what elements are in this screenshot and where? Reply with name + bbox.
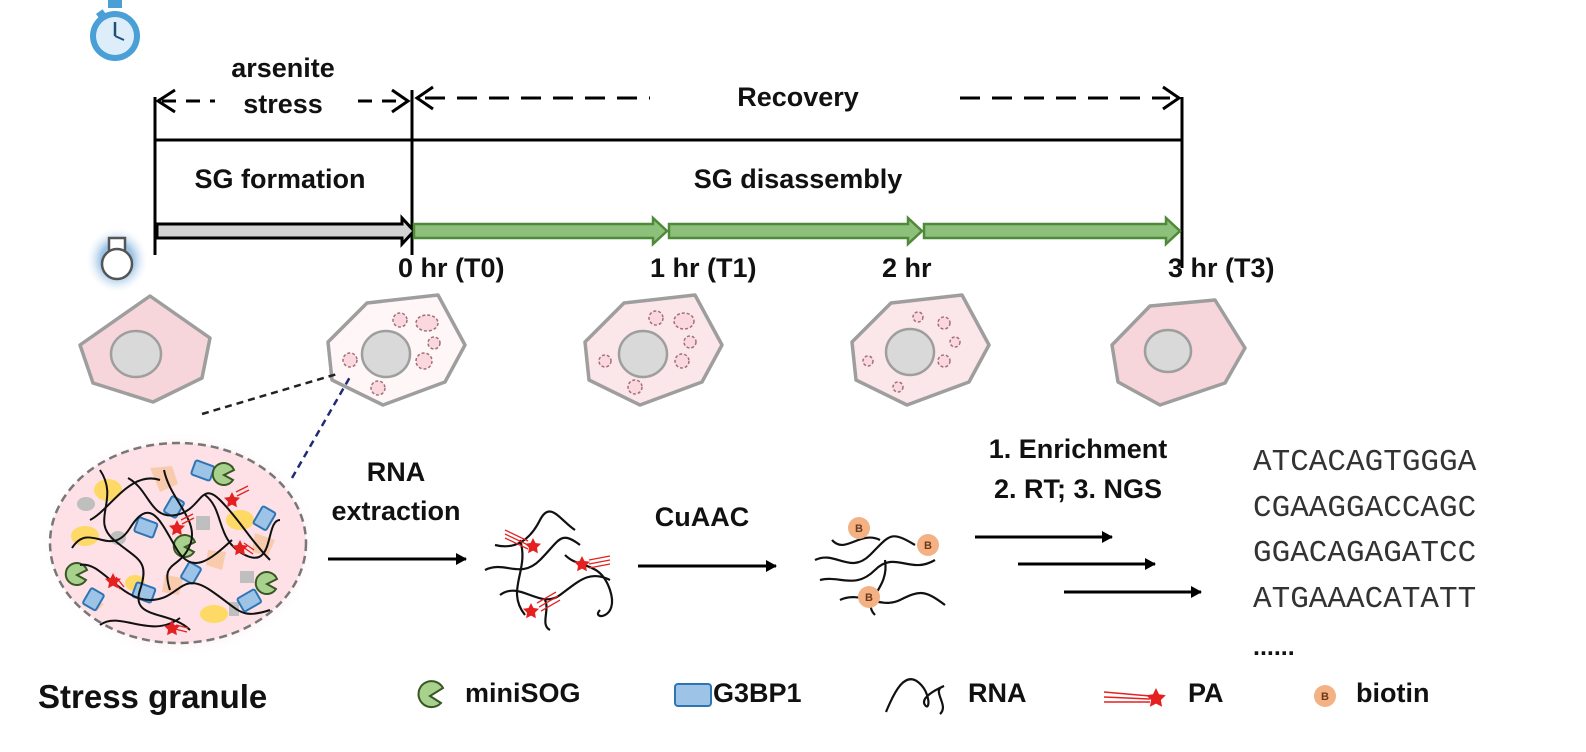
legend-rna-label: RNA: [968, 678, 1027, 708]
stress-granule: [42, 432, 318, 656]
zoom-line-right: [290, 376, 352, 479]
legend-pa: PA: [1103, 678, 1224, 708]
sequence-read-3: GGACAGAGATCC: [1253, 536, 1476, 571]
legend-pa-label: PA: [1188, 678, 1224, 708]
svg-text:B: B: [855, 523, 863, 535]
cell-t1: [583, 293, 724, 407]
sequence-read-1: ATCACAGTGGGA: [1253, 445, 1477, 480]
recovery-label: Recovery: [737, 82, 859, 112]
sequence-read-2: CGAAGGACCAGC: [1253, 491, 1476, 526]
legend-rna: RNA: [884, 678, 1027, 715]
legend-minisog-label: miniSOG: [465, 678, 581, 708]
biotin-marker-1: B: [848, 517, 870, 539]
granule-proteins: [64, 459, 281, 636]
sg-disassembly-label: SG disassembly: [694, 164, 903, 194]
legend: miniSOG G3BP1 RNA PA B biotin: [417, 678, 1429, 715]
rt-ngs-label: 2. RT; 3. NGS: [994, 474, 1162, 504]
timepoint-2hr: 2 hr: [882, 253, 932, 283]
biotin-marker-2: B: [917, 534, 939, 556]
rna-extraction-line2: extraction: [331, 496, 460, 526]
stopwatch-icon: [90, 0, 140, 61]
cell-t0: [326, 293, 467, 407]
legend-g3bp1-label: G3BP1: [713, 678, 802, 708]
pa-icon: [1103, 688, 1166, 707]
sequence-read-4: ATGAAACATATT: [1253, 582, 1476, 617]
formation-arrow: [155, 214, 417, 248]
process-arrows: [155, 214, 1182, 248]
rna-extraction-line1: RNA: [367, 457, 426, 487]
timeline-brackets: [153, 85, 1184, 268]
sg-formation-label: SG formation: [194, 164, 365, 194]
cuaac-label: CuAAC: [655, 502, 750, 532]
biotinylated-rna: B B B: [814, 517, 946, 616]
extracted-rna: [484, 510, 614, 631]
zoom-line-left: [201, 372, 338, 416]
disassembly-arrow-1: [412, 215, 669, 247]
disassembly-arrow-3: [922, 215, 1182, 247]
g3bp1-icon: [674, 683, 712, 707]
svg-text:B: B: [924, 540, 932, 552]
enrichment-label: 1. Enrichment: [989, 434, 1168, 464]
legend-minisog: miniSOG: [417, 678, 581, 709]
light-bulb-icon: [85, 226, 149, 294]
stress-label-line2: stress: [243, 89, 323, 119]
biotin-marker-3: B: [858, 586, 880, 608]
biotin-markers: B B B: [848, 517, 939, 608]
legend-biotin: B biotin: [1314, 678, 1429, 708]
sequence-ellipsis: ......: [1253, 633, 1295, 661]
stress-granule-label: Stress granule: [38, 678, 267, 715]
legend-g3bp1: G3BP1: [674, 678, 802, 708]
cell-t3: [1110, 298, 1247, 407]
legend-biotin-label: biotin: [1356, 678, 1429, 708]
timepoint-t0: 0 hr (T0): [398, 253, 505, 283]
timepoint-t3: 3 hr (T3): [1168, 253, 1275, 283]
disassembly-arrow-2: [667, 215, 924, 247]
svg-text:B: B: [1321, 691, 1329, 703]
rna-icon: [884, 678, 945, 715]
stress-label-line1: arsenite: [231, 53, 335, 83]
svg-text:B: B: [865, 592, 873, 604]
biotin-icon: [1314, 685, 1336, 707]
minisog-icon: [417, 680, 445, 709]
cell-2hr: [850, 293, 991, 407]
cell-before-stress: [78, 294, 212, 404]
timepoint-t1: 1 hr (T1): [650, 253, 757, 283]
